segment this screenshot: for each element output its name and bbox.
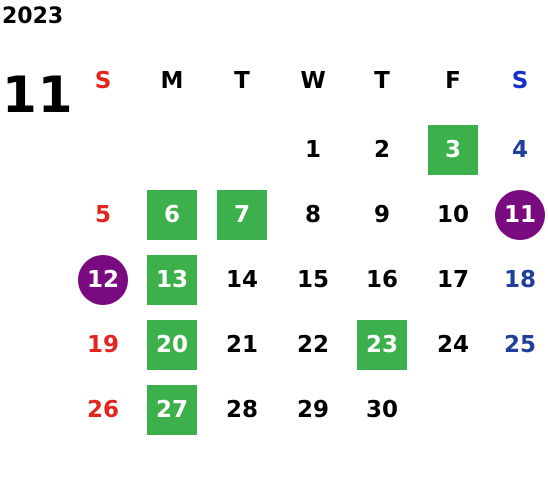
weekday-header: W: [300, 68, 326, 94]
day-cell[interactable]: 26: [86, 397, 119, 423]
day-cell[interactable]: 1: [304, 137, 321, 163]
day-cell[interactable]: 24: [436, 332, 469, 358]
day-cell[interactable]: 10: [436, 202, 469, 228]
day-cell[interactable]: 7: [217, 190, 267, 240]
day-cell[interactable]: 21: [225, 332, 258, 358]
weekday-header: M: [160, 68, 184, 94]
day-cell[interactable]: 19: [86, 332, 119, 358]
weekday-header: S: [94, 68, 112, 94]
day-cell[interactable]: 16: [365, 267, 398, 293]
day-cell[interactable]: 28: [225, 397, 258, 423]
day-cell[interactable]: 5: [94, 202, 111, 228]
year-label: 2023: [2, 4, 64, 29]
day-cell[interactable]: 13: [147, 255, 197, 305]
day-cell[interactable]: 22: [296, 332, 329, 358]
day-cell[interactable]: 29: [296, 397, 329, 423]
day-cell[interactable]: 17: [436, 267, 469, 293]
day-cell[interactable]: 20: [147, 320, 197, 370]
day-cell[interactable]: 8: [304, 202, 321, 228]
day-cell[interactable]: 6: [147, 190, 197, 240]
day-cell[interactable]: 14: [225, 267, 258, 293]
month-label: 11: [2, 66, 74, 124]
day-cell[interactable]: 23: [357, 320, 407, 370]
weekday-header: S: [511, 68, 529, 94]
day-cell[interactable]: 2: [373, 137, 390, 163]
weekday-header: T: [234, 68, 250, 94]
day-cell[interactable]: 27: [147, 385, 197, 435]
weekday-header: T: [374, 68, 390, 94]
weekday-header: F: [445, 68, 461, 94]
day-cell[interactable]: 18: [503, 267, 536, 293]
day-cell[interactable]: 9: [373, 202, 390, 228]
day-cell[interactable]: 11: [495, 190, 545, 240]
day-cell[interactable]: 15: [296, 267, 329, 293]
day-cell[interactable]: 30: [365, 397, 398, 423]
day-cell[interactable]: 25: [503, 332, 536, 358]
day-cell[interactable]: 12: [78, 255, 128, 305]
day-cell[interactable]: 3: [428, 125, 478, 175]
day-cell[interactable]: 4: [511, 137, 528, 163]
